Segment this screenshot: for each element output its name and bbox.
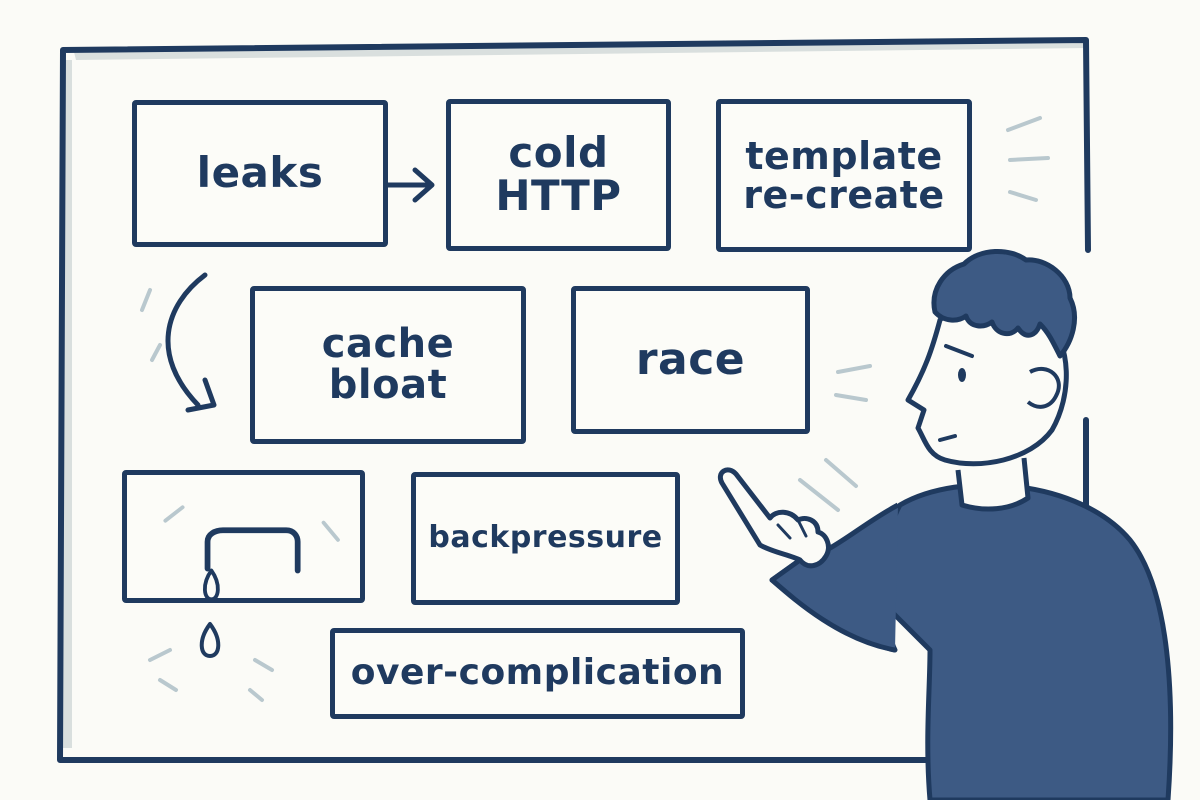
card-cold-http-label: cold HTTP [495, 128, 622, 220]
card-race-label: race [635, 333, 746, 385]
emphasis-strokes-hand [798, 458, 858, 512]
drip-strokes [148, 622, 274, 702]
emphasis-strokes-top-right [1006, 116, 1050, 202]
card-template-recreate: template re-create [716, 99, 972, 252]
card-overcomplication-label: over-complication [350, 652, 725, 694]
card-leaks: leaks [132, 100, 388, 247]
mouth [938, 434, 957, 442]
sweater-arm [769, 502, 900, 653]
card-backpressure: backpressure [411, 472, 680, 605]
card-leaks-label: leaks [196, 148, 324, 198]
card-template-recreate-label: template re-create [743, 133, 945, 217]
emphasis-strokes-race [834, 364, 872, 402]
card-cache-bloat-label: cache bloat [321, 321, 455, 408]
card-cache-bloat: cache bloat [250, 286, 526, 444]
person-illustration [718, 248, 1174, 800]
card-faucet [122, 470, 365, 603]
arrow-right-icon [385, 167, 435, 203]
eyebrow [944, 344, 974, 358]
neck [955, 457, 1031, 512]
curved-arrow-icon [140, 272, 217, 413]
ear [1026, 366, 1061, 409]
sweater [769, 482, 1174, 800]
card-overcomplication: over-complication [330, 628, 745, 719]
dripping-faucet-icon [163, 505, 340, 602]
hair [931, 248, 1078, 359]
pointing-hand [718, 467, 831, 569]
eye [958, 368, 966, 382]
card-cold-http: cold HTTP [446, 99, 671, 251]
card-backpressure-label: backpressure [428, 520, 663, 556]
card-race: race [571, 286, 810, 434]
